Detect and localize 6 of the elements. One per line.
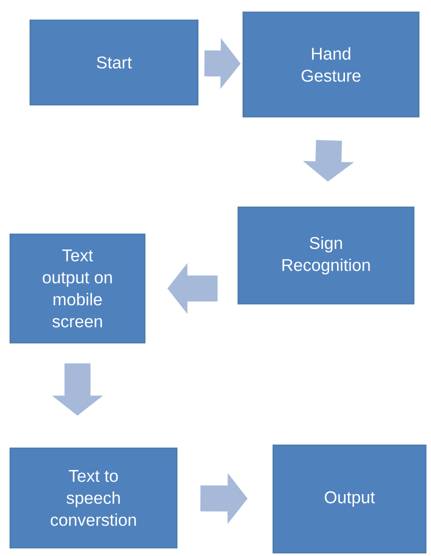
process-box: Text output on mobile screen (10, 234, 146, 344)
process-box: Text to speech converstion (10, 448, 178, 548)
process-box: Output (272, 444, 426, 554)
process-box: Hand Gesture (242, 12, 420, 118)
process-box: Start (30, 20, 198, 106)
process-box: Sign Recognition (238, 206, 414, 304)
